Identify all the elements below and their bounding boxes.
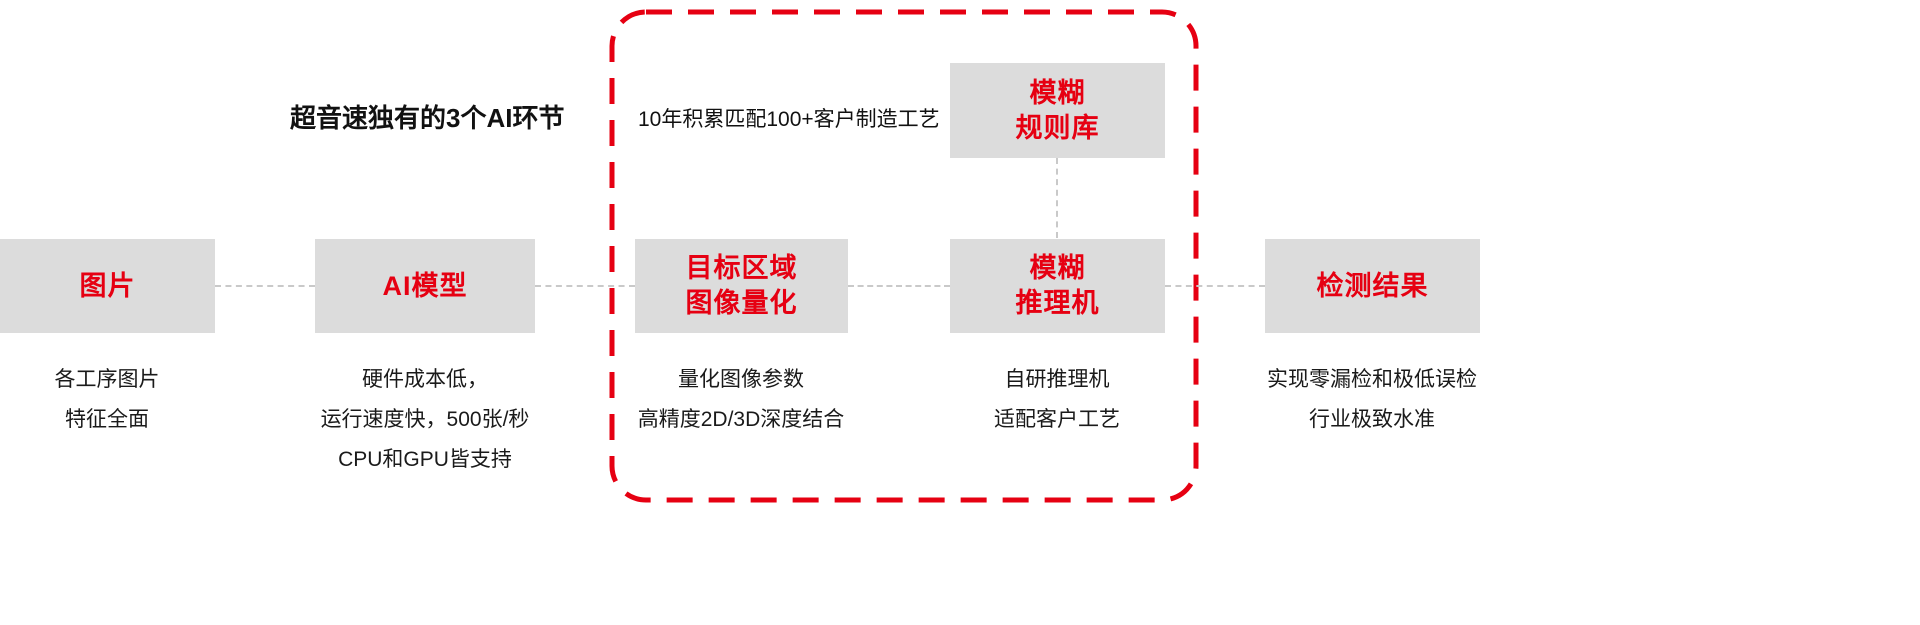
node-ai-model: AI模型 — [315, 239, 535, 333]
node-image-label: 图片 — [79, 270, 136, 301]
desc-line: 高精度2D/3D深度结合 — [637, 408, 845, 431]
desc-line: 特征全面 — [65, 408, 149, 431]
node-target-region: 目标区域 图像量化 — [635, 239, 848, 333]
desc-line: 硬件成本低， — [362, 368, 488, 391]
desc-line: 行业极致水准 — [1309, 408, 1435, 431]
section-title: 超音速独有的3个AI环节 — [290, 103, 565, 133]
node-result-label: 检测结果 — [1316, 270, 1429, 301]
connector-engine-to-result — [1165, 285, 1265, 287]
connector-rules-to-engine — [1056, 158, 1058, 238]
red-dashed-border — [609, 9, 1199, 503]
node-fuzzy-engine-label-line1: 模糊 — [1029, 253, 1086, 283]
ai-steps-highlight-frame — [609, 9, 1199, 503]
connector-aimodel-to-target — [535, 285, 635, 287]
node-target-region-desc: 量化图像参数 高精度2D/3D深度结合 — [541, 360, 941, 440]
node-image: 图片 — [0, 239, 215, 333]
desc-line: 各工序图片 — [54, 368, 160, 391]
node-fuzzy-engine: 模糊 推理机 — [950, 239, 1165, 333]
node-target-region-label-line1: 目标区域 — [685, 253, 798, 283]
node-ai-model-desc: 硬件成本低， 运行速度快，500张/秒 CPU和GPU皆支持 — [225, 360, 625, 480]
node-result: 检测结果 — [1265, 239, 1480, 333]
node-fuzzy-rules-label-line2: 规则库 — [1015, 112, 1100, 143]
node-target-region-label-line2: 图像量化 — [685, 288, 798, 318]
desc-line: 自研推理机 — [1004, 368, 1110, 391]
node-image-desc: 各工序图片 特征全面 — [0, 360, 257, 440]
node-fuzzy-engine-label-line2: 推理机 — [1015, 288, 1100, 318]
node-fuzzy-engine-desc: 自研推理机 适配客户工艺 — [857, 360, 1257, 440]
desc-line: 运行速度快，500张/秒 — [320, 408, 530, 431]
desc-line: 适配客户工艺 — [994, 408, 1120, 431]
node-fuzzy-rules: 模糊 规则库 — [950, 63, 1165, 158]
node-fuzzy-rules-label-line1: 模糊 — [1029, 77, 1086, 108]
desc-line: 量化图像参数 — [678, 368, 804, 391]
desc-line: 实现零漏检和极低误检 — [1267, 368, 1477, 391]
experience-note: 10年积累匹配100+客户制造工艺 — [638, 108, 940, 131]
node-ai-model-label: AI模型 — [382, 270, 468, 301]
desc-line: CPU和GPU皆支持 — [338, 448, 512, 471]
connector-target-to-engine — [848, 285, 950, 287]
connector-image-to-aimodel — [215, 285, 315, 287]
node-result-desc: 实现零漏检和极低误检 行业极致水准 — [1172, 360, 1572, 440]
